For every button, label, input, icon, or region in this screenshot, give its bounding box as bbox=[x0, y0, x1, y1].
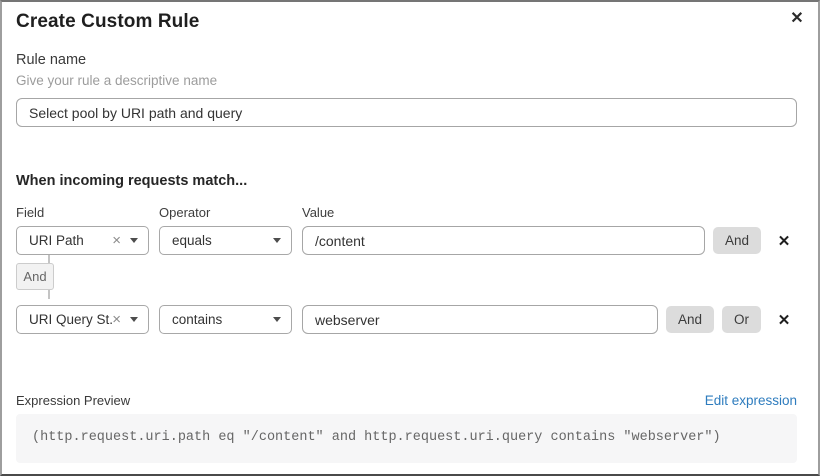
operator-select-2[interactable]: contains bbox=[159, 305, 292, 334]
chevron-down-icon bbox=[273, 238, 281, 243]
value-input-1[interactable] bbox=[302, 226, 705, 255]
connector-line bbox=[48, 290, 50, 299]
operator-select-2-value: contains bbox=[172, 312, 223, 327]
and-button-row-2[interactable]: And bbox=[665, 306, 714, 333]
modal-title: Create Custom Rule bbox=[16, 11, 200, 32]
clear-field-icon[interactable]: × bbox=[112, 232, 121, 249]
chevron-down-icon bbox=[273, 317, 281, 322]
value-column-label: Value bbox=[302, 205, 335, 220]
operator-column-label: Operator bbox=[159, 205, 211, 220]
field-select-1-value: URI Path bbox=[29, 233, 84, 248]
operator-select-1-value: equals bbox=[172, 233, 212, 248]
condition-row-2: URI Query St... × contains And Or ✕ bbox=[16, 305, 797, 334]
close-icon[interactable]: ✕ bbox=[786, 8, 808, 30]
field-select-1[interactable]: URI Path × bbox=[16, 226, 149, 255]
rule-name-input[interactable] bbox=[16, 98, 797, 127]
connector-line bbox=[48, 255, 50, 263]
expression-preview-code: (http.request.uri.path eq "/content" and… bbox=[16, 414, 797, 463]
condition-row-1: URI Path × equals And ✕ bbox=[16, 226, 797, 255]
field-select-2[interactable]: URI Query St... × bbox=[16, 305, 149, 334]
chevron-down-icon bbox=[130, 317, 138, 322]
condition-connector: And bbox=[16, 255, 797, 299]
rule-name-label: Rule name bbox=[16, 52, 87, 68]
rule-name-help-text: Give your rule a descriptive name bbox=[16, 73, 218, 88]
expression-preview-header: Expression Preview Edit expression bbox=[16, 393, 797, 408]
clear-field-icon[interactable]: × bbox=[112, 311, 121, 328]
and-button-row-1[interactable]: And bbox=[712, 227, 761, 254]
operator-select-1[interactable]: equals bbox=[159, 226, 292, 255]
remove-condition-icon[interactable]: ✕ bbox=[773, 227, 795, 254]
expression-preview-label: Expression Preview bbox=[16, 393, 131, 408]
remove-condition-icon[interactable]: ✕ bbox=[773, 306, 795, 333]
connector-and-badge: And bbox=[16, 263, 54, 290]
field-column-label: Field bbox=[16, 205, 45, 220]
field-select-2-value: URI Query St... bbox=[29, 312, 113, 327]
match-heading: When incoming requests match... bbox=[16, 173, 248, 189]
value-input-2[interactable] bbox=[302, 305, 658, 334]
edit-expression-link[interactable]: Edit expression bbox=[704, 393, 797, 408]
chevron-down-icon bbox=[130, 238, 138, 243]
or-button-row-2[interactable]: Or bbox=[722, 306, 761, 333]
builder-column-labels: Field Operator Value bbox=[16, 205, 797, 220]
